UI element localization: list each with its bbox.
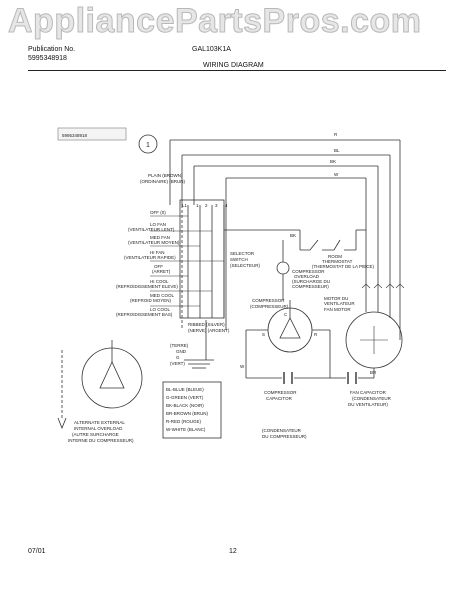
terminal-c: C <box>284 312 288 317</box>
footer-page: 12 <box>229 548 237 555</box>
model-number: GAL103K1A <box>192 46 231 53</box>
legend-5: R-RED (ROUGE) <box>166 419 201 424</box>
wire-bk: BK <box>330 159 336 164</box>
wire-bk-2: BK <box>290 233 296 238</box>
ribbed-1: RIBBED (SILVER) <box>188 322 225 327</box>
ground-1: (TERRE) <box>170 343 189 348</box>
sw-med-cool-fr: (REFROID MOYEN) <box>130 298 172 303</box>
sw-med-fan: MED FAN <box>150 235 170 240</box>
thermostat-3: (THERMOSTAT DE LA PIECE) <box>312 264 375 269</box>
cord-label-1: PLAIN (BROWN) <box>148 173 183 178</box>
ground-2: GND <box>176 349 187 354</box>
fan-motor-3: FAN MOTOR <box>324 307 351 312</box>
wire-bl: BL <box>334 148 340 153</box>
fan-motor-1: MOTOR DU <box>324 296 348 301</box>
cord-label-2: (ORDINAIRE) (BRUN) <box>140 179 185 184</box>
sw-lo-fan: LO FAN <box>150 222 166 227</box>
terminal-2: 2 <box>205 203 208 208</box>
ground-3: G <box>176 355 180 360</box>
sw-med-fan-fr: (VENTILATEUR MOYEN) <box>128 240 180 245</box>
wire-br: BR <box>370 370 377 375</box>
selector-2: SWITCH <box>230 257 248 262</box>
compressor-1: COMPRESSOR <box>252 298 285 303</box>
color-legend-box <box>162 381 222 439</box>
thermostat-2: THERMOSTAT <box>322 259 353 264</box>
sw-lo-cool-fr: (REFROIDISSEMENT BAS) <box>116 312 173 317</box>
legend-6: W-WHITE (BLANC) <box>166 427 206 432</box>
circle-marker <box>138 134 158 154</box>
wire-r: R <box>334 132 338 137</box>
diagram-code-box <box>57 127 127 141</box>
compressor-2: (COMPRESSEUR) <box>250 304 289 309</box>
thermostat-symbol <box>300 239 356 251</box>
overload-4: COMPRESSEUR) <box>292 284 329 289</box>
internal-1: ALTERNATE EXTERNAL <box>74 420 125 425</box>
terminal-s: S <box>262 332 265 337</box>
internal-2: INTERNAL OVERLOAD <box>74 426 123 431</box>
page-title: WIRING DIAGRAM <box>203 62 264 69</box>
terminal-l1: L1 <box>182 203 188 208</box>
footer-date: 07/01 <box>28 548 46 555</box>
legend-4: BR-BROWN (BRUN) <box>166 411 208 416</box>
ground-4: (VERT) <box>170 361 185 366</box>
terminal-1: 1 <box>196 203 199 208</box>
publication-number: 5995348918 <box>28 55 67 62</box>
terminal-3: 3 <box>215 203 218 208</box>
watermark-text: AppliancePartsPros.com <box>7 2 422 41</box>
sw-hi-fan: HI FAN <box>150 250 165 255</box>
legend-1: BL-BLUE (BLEUE) <box>166 387 204 392</box>
sw-med-cool: MED COOL <box>150 293 175 298</box>
comp-cap-4: DU COMPRESSEUR) <box>262 434 307 439</box>
terminal-4: 4 <box>225 203 228 208</box>
legend-2: G-GREEN (VERT) <box>166 395 204 400</box>
legend-3: BK-BLACK (NOIR) <box>166 403 204 408</box>
wire-w: W <box>334 172 339 177</box>
comp-cap-3: (CONDENSATEUR <box>262 428 302 433</box>
internal-4: INTERNE DU COMPRESSEUR) <box>68 438 134 443</box>
sw-arret: (ARRET) <box>152 269 171 274</box>
terminal-r: R <box>314 332 318 337</box>
publication-label: Publication No. <box>28 46 76 53</box>
selector-1: SELECTOR <box>230 251 255 256</box>
sw-hi-fan-fr: (VENTILATEUR RAPIDE) <box>124 255 176 260</box>
sw-off-2: OFF <box>154 264 163 269</box>
overload-1: COMPRESSOR <box>292 269 325 274</box>
comp-cap-1: COMPRESSOR <box>264 390 297 395</box>
sw-off: OFF (0) <box>150 210 166 215</box>
sw-hi-cool: HI COOL <box>150 279 169 284</box>
wire-w-2: W <box>240 364 245 369</box>
internal-3: (AUTRE SURCHARGE <box>72 432 119 437</box>
comp-cap-2: CAPACITOR <box>266 396 293 401</box>
selector-3: (SELECTEUR) <box>230 263 261 268</box>
fan-cap-3: DU VENTILATEUR) <box>348 402 388 407</box>
ribbed-2: (NERVE) (ARGENT) <box>188 328 230 333</box>
thermostat-1: ROOM <box>328 254 342 259</box>
fan-motor-2: VENTILATEUR <box>324 301 355 306</box>
header-rule <box>28 70 446 71</box>
overload-3: (SURCHARGE DU <box>292 279 330 284</box>
overload-2: OVERLOAD <box>294 274 320 279</box>
sw-lo-fan-fr: (VENTILATEUR LENT) <box>128 227 175 232</box>
fan-cap-2: (CONDENSATEUR <box>352 396 392 401</box>
overload-symbol <box>276 261 290 275</box>
fan-cap-1: FAN CAPACITOR <box>350 390 387 395</box>
marker-one: 1 <box>146 142 150 149</box>
code-text: 5995348918 <box>62 133 88 138</box>
sw-hi-cool-fr: (REFROIDISSEMENT ELEVE) <box>116 284 178 289</box>
sw-lo-cool: LO COOL <box>150 307 171 312</box>
